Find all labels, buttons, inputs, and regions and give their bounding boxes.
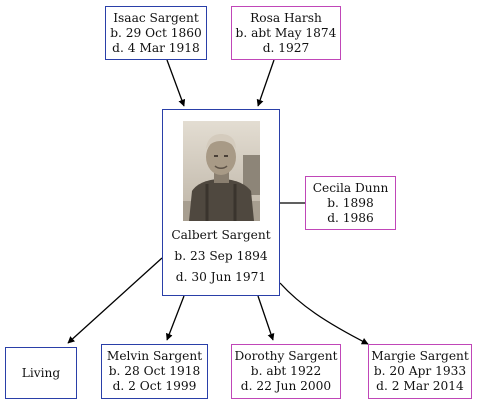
father-birth: b. 29 Oct 1860	[110, 25, 202, 40]
child-4-death: d. 2 Mar 2014	[376, 379, 464, 393]
child-2-birth: b. 28 Oct 1918	[108, 364, 201, 378]
subject-box[interactable]: Calbert Sargent b. 23 Sep 1894 d. 30 Jun…	[162, 109, 280, 296]
child-3-death: d. 22 Jun 2000	[240, 379, 332, 393]
child-box-melvin[interactable]: Melvin Sargent b. 28 Oct 1918 d. 2 Oct 1…	[101, 344, 208, 399]
spouse-death: d. 1986	[327, 210, 374, 225]
mother-box[interactable]: Rosa Harsh b. abt May 1874 d. 1927	[231, 6, 341, 60]
subject-to-child-4-edge	[279, 282, 369, 345]
father-death: d. 4 Mar 1918	[112, 40, 200, 55]
child-box-dorothy[interactable]: Dorothy Sargent b. abt 1922 d. 22 Jun 20…	[231, 344, 341, 399]
mother-to-subject-edge	[256, 59, 275, 107]
father-name: Isaac Sargent	[113, 10, 199, 25]
child-2-name: Melvin Sargent	[106, 349, 203, 363]
father-to-subject-edge	[166, 59, 186, 107]
mother-birth: b. abt May 1874	[235, 25, 337, 40]
mother-name: Rosa Harsh	[250, 10, 322, 25]
portrait-photo	[183, 121, 260, 221]
mother-death: d. 1927	[262, 40, 310, 55]
child-4-birth: b. 20 Apr 1933	[373, 364, 467, 378]
child-3-birth: b. abt 1922	[250, 364, 322, 378]
spouse-birth: b. 1898	[327, 195, 374, 210]
father-box[interactable]: Isaac Sargent b. 29 Oct 1860 d. 4 Mar 19…	[105, 6, 207, 60]
subject-to-child-2-edge	[166, 295, 185, 341]
subject-to-child-1-edge	[67, 257, 163, 344]
subject-death: d. 30 Jun 1971	[175, 270, 267, 284]
child-2-death: d. 2 Oct 1999	[112, 379, 197, 393]
child-1-name: Living	[21, 365, 61, 380]
child-4-name: Margie Sargent	[371, 349, 469, 363]
spouse-box[interactable]: Cecila Dunn b. 1898 d. 1986	[305, 176, 396, 230]
child-box-margie[interactable]: Margie Sargent b. 20 Apr 1933 d. 2 Mar 2…	[368, 344, 472, 399]
subject-name: Calbert Sargent	[171, 228, 271, 242]
subject-birth: b. 23 Sep 1894	[174, 249, 268, 263]
child-3-name: Dorothy Sargent	[234, 349, 338, 363]
child-box-living[interactable]: Living	[5, 347, 77, 399]
spouse-name: Cecila Dunn	[312, 180, 389, 195]
subject-to-child-3-edge	[257, 295, 275, 341]
